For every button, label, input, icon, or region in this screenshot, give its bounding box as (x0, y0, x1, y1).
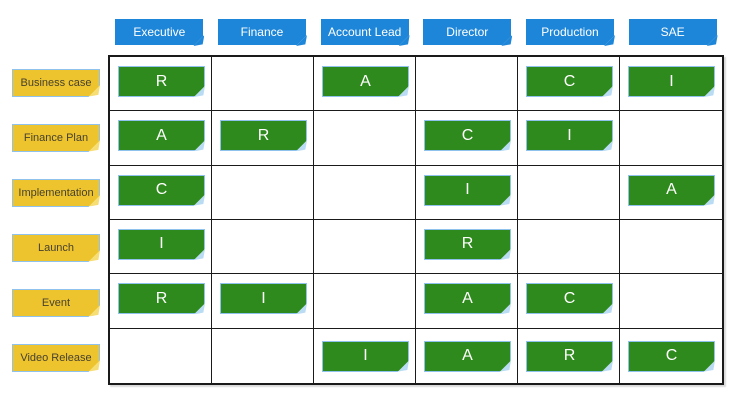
matrix-cell (314, 111, 416, 166)
raci-note: A (628, 174, 715, 206)
raci-note: R (220, 120, 307, 152)
row-label-slot: Video Release (0, 330, 108, 385)
matrix-cell: R (416, 219, 518, 275)
raci-note: R (118, 66, 205, 97)
row-label-video-release: Video Release (12, 343, 100, 372)
column-header-account-lead: Account Lead (320, 19, 409, 45)
matrix-cell (620, 111, 722, 166)
matrix-cell (620, 220, 722, 275)
matrix-cell: A (110, 111, 212, 166)
row-label-implementation: Implementation (12, 178, 100, 207)
raci-note: R (424, 228, 511, 260)
column-header-sae: SAE (628, 19, 717, 45)
matrix-cell: R (110, 274, 212, 329)
matrix-cell: A (416, 274, 518, 329)
matrix-cell (416, 57, 518, 112)
raci-note: C (118, 174, 205, 206)
matrix-cell (314, 219, 416, 275)
row-label-slot: Launch (0, 220, 108, 275)
row-label-slot: Implementation (0, 165, 108, 220)
matrix-cell (620, 274, 722, 329)
matrix-cell: C (110, 165, 212, 220)
matrix-cell: I (212, 274, 314, 329)
matrix-grid: R A C I A R C I C I A I R R I A C (108, 55, 724, 385)
raci-note: I (118, 228, 205, 260)
raci-note: C (526, 283, 613, 315)
row-label-slot: Finance Plan (0, 110, 108, 165)
matrix-cell: I (416, 165, 518, 220)
row-label-business-case: Business case (12, 68, 100, 97)
matrix-cell: I (314, 328, 416, 383)
column-header-executive: Executive (115, 19, 204, 45)
raci-note: I (526, 120, 613, 152)
matrix-cell: R (212, 111, 314, 166)
raci-note: C (628, 340, 715, 372)
matrix-cell (314, 165, 416, 220)
matrix-cell (110, 328, 212, 383)
matrix-cell: C (518, 57, 620, 112)
matrix-cell: A (620, 166, 722, 220)
matrix-cell: I (518, 111, 620, 166)
column-header-production: Production (525, 19, 614, 45)
matrix-cell: I (620, 57, 722, 112)
matrix-cell: R (110, 57, 212, 112)
raci-note: R (118, 283, 205, 315)
row-label-slot: Event (0, 275, 108, 330)
matrix-cell: A (416, 328, 518, 383)
raci-note: A (322, 66, 409, 97)
matrix-cell (518, 219, 620, 275)
matrix-cell (212, 219, 314, 275)
matrix-cell (212, 57, 314, 112)
raci-note: I (424, 174, 511, 206)
matrix-cell (212, 328, 314, 383)
matrix-cell: C (518, 274, 620, 329)
matrix-cell: I (110, 219, 212, 275)
raci-note: A (424, 283, 511, 315)
matrix-cell (518, 165, 620, 220)
row-labels: Business case Finance Plan Implementatio… (0, 55, 108, 385)
matrix-cell (212, 165, 314, 220)
raci-note: R (526, 340, 613, 372)
matrix-cell: C (416, 111, 518, 166)
raci-note: A (118, 120, 205, 152)
matrix-cell (314, 274, 416, 329)
raci-note: A (424, 340, 511, 372)
column-header-director: Director (423, 19, 512, 45)
raci-note: C (526, 66, 613, 97)
raci-note: I (628, 66, 715, 97)
column-header-finance: Finance (217, 19, 306, 45)
matrix-cell: C (620, 329, 722, 383)
row-label-finance-plan: Finance Plan (12, 123, 100, 152)
row-label-launch: Launch (12, 233, 100, 262)
matrix-cell: A (314, 57, 416, 112)
raci-note: I (220, 283, 307, 315)
matrix-cell: R (518, 328, 620, 383)
row-label-event: Event (12, 288, 100, 317)
column-headers: Executive Finance Account Lead Director … (108, 19, 724, 46)
raci-note: C (424, 120, 511, 152)
raci-note: I (322, 340, 409, 372)
row-label-slot: Business case (0, 55, 108, 110)
